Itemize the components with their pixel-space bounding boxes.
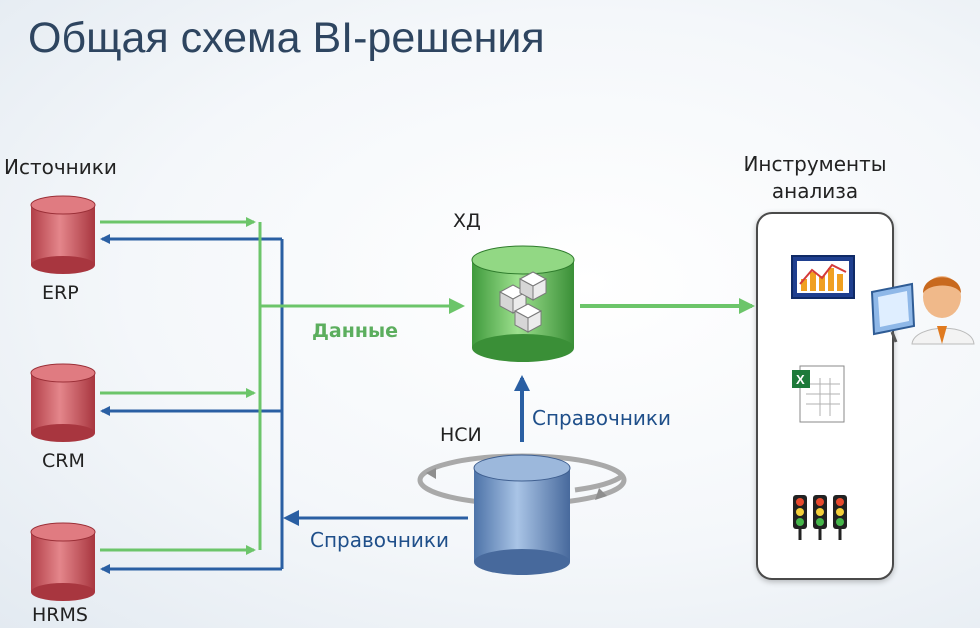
mdm-label: НСИ xyxy=(440,424,482,446)
sources-label: Источники xyxy=(4,155,117,179)
crm-label: CRM xyxy=(42,450,85,472)
hrms-database-icon xyxy=(30,522,96,601)
mdm-database-icon xyxy=(417,453,627,575)
data-flow-label: Данные xyxy=(312,320,399,342)
data-warehouse-icon xyxy=(471,245,575,362)
erp-label: ERP xyxy=(42,282,79,304)
data-warehouse-label: ХД xyxy=(453,210,481,232)
crm-database-icon xyxy=(30,363,96,442)
excel-spreadsheet-icon: X xyxy=(792,365,845,423)
user-at-monitor-icon xyxy=(870,276,975,345)
traffic-lights-kpi-icon xyxy=(793,495,847,540)
source-flow-arrows xyxy=(100,217,284,574)
chart-report-icon xyxy=(791,255,855,299)
hrms-label: HRMS xyxy=(32,604,88,626)
analysis-tools-label: Инструменты анализа xyxy=(743,152,887,203)
cubes-icon xyxy=(498,271,548,333)
erp-database-icon xyxy=(30,195,96,274)
page-title: Общая схема BI-решения xyxy=(28,14,545,62)
references-left-label: Справочники xyxy=(310,528,449,552)
references-up-label: Справочники xyxy=(532,406,671,430)
svg-text:X: X xyxy=(796,372,805,387)
